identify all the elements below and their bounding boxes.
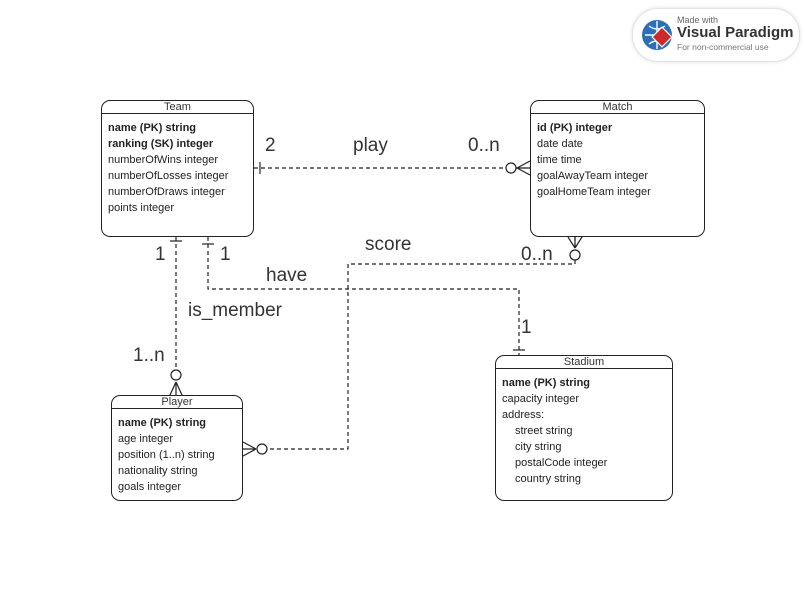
have-line	[207, 237, 520, 355]
entity-stadium-attribute: address:	[502, 409, 545, 421]
entity-stadium-attribute: country string	[515, 473, 582, 485]
play-label: play	[353, 135, 388, 156]
entity-match-attribute: id (PK) integer	[537, 122, 613, 134]
entity-match-attribute: goalAwayTeam integer	[537, 170, 649, 182]
is-member-player-crowsfoot	[169, 381, 183, 396]
have-team-cardinality: 1	[220, 244, 231, 265]
is-member-team-cardinality: 1	[155, 244, 166, 265]
entity-match-attributes: id (PK) integer date date time time goal…	[531, 114, 704, 200]
watermark-brand: Visual Paradigm	[677, 24, 794, 41]
play-match-cardinality: 0..n	[468, 135, 500, 156]
entity-stadium-attribute: postalCode integer	[515, 457, 608, 469]
entity-stadium-attribute: capacity integer	[502, 393, 580, 405]
entity-team-attribute: numberOfDraws integer	[108, 186, 225, 198]
score-match-cardinality: 0..n	[521, 244, 553, 265]
entity-stadium-attribute: name (PK) string	[502, 377, 591, 389]
is-member-player-zero-mark	[170, 369, 182, 381]
score-match-zero-mark	[569, 249, 581, 261]
entity-match-title: Match	[531, 101, 704, 114]
entity-stadium-attribute: city string	[515, 441, 562, 453]
entity-player-attribute: age integer	[118, 433, 174, 445]
entity-stadium-attributes: name (PK) string capacity integer addres…	[496, 369, 672, 487]
entity-player[interactable]: Player name (PK) string age integer posi…	[111, 395, 243, 501]
play-match-zero-mark	[505, 162, 517, 174]
entity-team-attribute: points integer	[108, 202, 175, 214]
is-member-player-cardinality: 1..n	[133, 345, 165, 366]
entity-match-attribute: date date	[537, 138, 583, 150]
is-member-label: is_member	[188, 300, 282, 321]
entity-match[interactable]: Match id (PK) integer date date time tim…	[530, 100, 705, 237]
entity-team-attribute: ranking (SK) integer	[108, 138, 214, 150]
have-label: have	[266, 265, 308, 286]
entity-player-attribute: name (PK) string	[118, 417, 207, 429]
entity-team-attributes: name (PK) string ranking (SK) integer nu…	[102, 114, 253, 216]
entity-player-title: Player	[112, 396, 242, 409]
entity-player-attributes: name (PK) string age integer position (1…	[112, 409, 242, 495]
entity-match-attribute: goalHomeTeam integer	[537, 186, 651, 198]
entity-stadium-title: Stadium	[496, 356, 672, 369]
entity-match-attribute: time time	[537, 154, 582, 166]
entity-team[interactable]: Team name (PK) string ranking (SK) integ…	[101, 100, 254, 237]
entity-player-attribute: position (1..n) string	[118, 449, 215, 461]
score-label: score	[365, 234, 412, 255]
entity-stadium-attribute: street string	[515, 425, 573, 437]
entity-team-attribute: name (PK) string	[108, 122, 197, 134]
entity-team-attribute: numberOfLosses integer	[108, 170, 229, 182]
have-stadium-cardinality: 1	[521, 317, 532, 338]
score-player-zero-mark	[256, 443, 268, 455]
entity-team-title: Team	[102, 101, 253, 114]
score-player-crowsfoot	[242, 441, 257, 457]
entity-stadium[interactable]: Stadium name (PK) string capacity intege…	[495, 355, 673, 501]
watermark-made-with: Made with	[677, 15, 719, 25]
entity-player-attribute: nationality string	[118, 465, 198, 477]
visual-paradigm-watermark: Made with Visual Paradigm For non-commer…	[632, 8, 800, 62]
play-match-crowsfoot	[516, 160, 531, 176]
play-team-cardinality: 2	[265, 135, 276, 156]
score-match-crowsfoot	[567, 236, 583, 249]
visual-paradigm-logo-icon	[642, 20, 673, 50]
watermark-note: For non-commercial use	[677, 42, 769, 52]
entity-player-attribute: goals integer	[118, 481, 181, 493]
entity-team-attribute: numberOfWins integer	[108, 154, 219, 166]
